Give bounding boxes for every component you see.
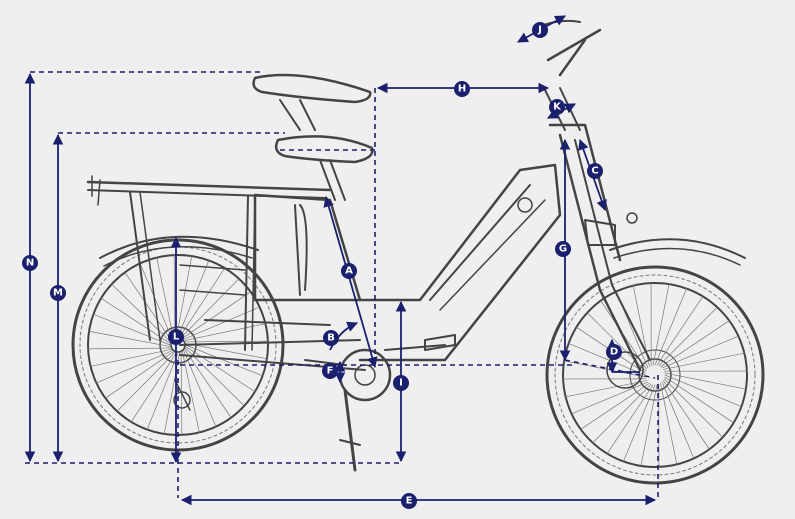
spoke xyxy=(563,360,646,378)
spoke xyxy=(184,323,266,341)
badge-b-label: B xyxy=(327,333,335,344)
spoke xyxy=(565,380,648,398)
spoke xyxy=(124,272,172,341)
spoke xyxy=(664,376,734,424)
badge-c-label: C xyxy=(591,166,598,177)
spoke xyxy=(664,372,747,390)
badge-k: K xyxy=(549,99,565,115)
spoke xyxy=(185,340,269,343)
badge-d: D xyxy=(606,344,622,360)
spoke xyxy=(182,291,251,339)
badge-a-label: A xyxy=(345,266,353,277)
front-wheel xyxy=(545,265,765,485)
spoke xyxy=(105,351,174,399)
badge-h: H xyxy=(454,81,470,97)
spoke xyxy=(179,267,226,338)
spoke xyxy=(176,255,193,338)
spoke xyxy=(93,313,171,346)
spoke xyxy=(173,254,176,338)
spoke xyxy=(130,352,177,423)
badge-l-label: L xyxy=(173,332,180,343)
spoke xyxy=(664,374,742,407)
badge-f: F xyxy=(322,363,338,379)
spoke xyxy=(662,352,745,370)
badge-g: G xyxy=(555,241,571,257)
spoke xyxy=(88,330,171,347)
spoke xyxy=(100,297,171,344)
spoke xyxy=(640,384,658,467)
dimension-badges: A B C D E F G H xyxy=(22,22,622,509)
spoke xyxy=(184,349,232,418)
front-fork-handlebar xyxy=(534,19,651,389)
badge-m: M xyxy=(50,285,66,301)
badge-i: I xyxy=(393,375,409,391)
spoke xyxy=(654,288,687,366)
badge-i-label: I xyxy=(399,378,403,389)
spoke xyxy=(185,347,245,407)
spoke xyxy=(652,283,670,366)
badge-j: J xyxy=(532,22,548,38)
badge-j-label: J xyxy=(537,25,542,36)
spoke xyxy=(182,351,200,433)
badge-e-label: E xyxy=(406,496,413,507)
spoke xyxy=(183,350,217,427)
spoke xyxy=(661,381,695,459)
spoke xyxy=(580,382,650,430)
spoke xyxy=(139,263,173,340)
frame xyxy=(173,163,562,472)
spoke xyxy=(96,350,173,384)
badge-h-label: H xyxy=(458,84,466,95)
seat xyxy=(252,73,374,201)
badge-a: A xyxy=(341,263,357,279)
spoke xyxy=(116,352,176,412)
spoke xyxy=(592,383,652,444)
spoke xyxy=(146,352,179,430)
spoke xyxy=(656,296,704,366)
spoke xyxy=(660,320,730,368)
spoke xyxy=(183,306,260,340)
spoke xyxy=(663,378,724,438)
spoke xyxy=(660,382,678,465)
spoke xyxy=(185,344,263,377)
badge-b: B xyxy=(323,330,339,346)
spoke xyxy=(661,335,739,369)
spoke xyxy=(571,381,649,415)
badge-d-label: D xyxy=(610,347,618,358)
spoke xyxy=(90,349,172,367)
badge-g-label: G xyxy=(559,244,567,255)
spoke xyxy=(87,347,171,350)
spoke xyxy=(156,257,174,339)
spoke xyxy=(180,278,240,338)
spoke xyxy=(606,384,654,454)
badge-l: L xyxy=(168,329,184,345)
badge-e: E xyxy=(401,493,417,509)
spoke xyxy=(623,384,656,462)
spoke xyxy=(658,306,718,367)
spoke xyxy=(177,260,210,338)
spoke xyxy=(662,380,710,450)
spoke xyxy=(185,343,268,360)
badge-m-label: M xyxy=(53,288,63,299)
badge-f-label: F xyxy=(327,366,334,377)
badge-n-label: N xyxy=(26,258,34,269)
spoke xyxy=(111,283,171,343)
badge-c: C xyxy=(587,163,603,179)
spoke xyxy=(185,346,256,393)
badge-n: N xyxy=(22,255,38,271)
badge-k-label: K xyxy=(553,102,562,113)
